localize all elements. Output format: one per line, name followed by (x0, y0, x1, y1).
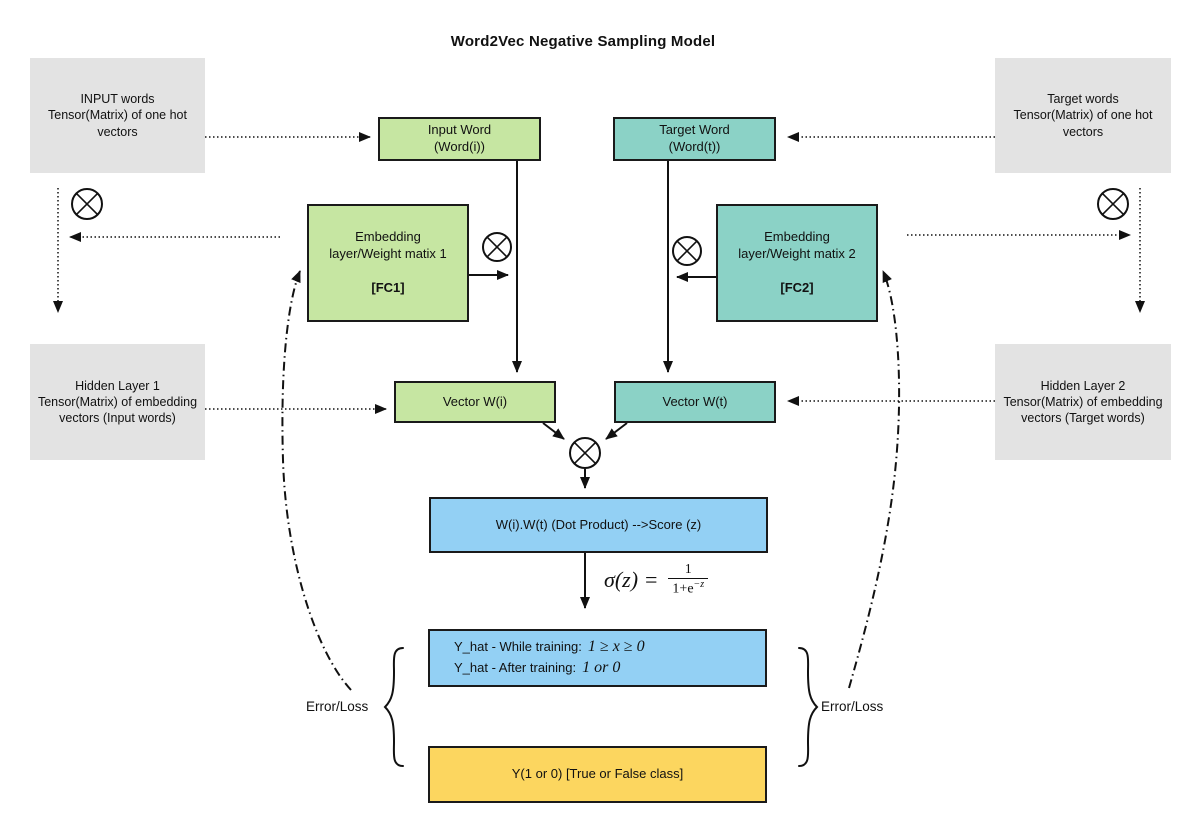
yhat-line1-label: Y_hat - While training: (454, 639, 582, 655)
multiply-icon (1097, 188, 1129, 220)
node-target-words-note: Target words Tensor(Matrix) of one hot v… (995, 58, 1171, 173)
embedding2-label: Embedding layer/Weight matix 2 (738, 229, 856, 262)
backprop-curves (281, 270, 901, 691)
embedding1-label: Embedding layer/Weight matix 1 (329, 229, 447, 262)
node-target-word: Target Word (Word(t)) (613, 117, 776, 161)
formula-den-exp: −z (693, 579, 705, 591)
embedding1-tag: [FC1] (371, 279, 405, 295)
node-embedding-layer-1: Embedding layer/Weight matix 1 [FC1] (307, 204, 469, 322)
yhat-line1-math: 1 ≥ x ≥ 0 (587, 638, 645, 656)
node-embedding-layer-2: Embedding layer/Weight matix 2 [FC2] (716, 204, 878, 322)
formula-denominator: 1+e−z (668, 578, 709, 598)
error-loss-label-left: Error/Loss (306, 699, 369, 714)
node-vector-wi: Vector W(i) (394, 381, 556, 423)
embedding2-tag: [FC2] (780, 279, 814, 295)
formula-fraction: 1 1+e−z (668, 562, 709, 598)
sigmoid-formula: σ(z) = 1 1+e−z (604, 562, 709, 598)
node-hidden-layer-2: Hidden Layer 2 Tensor(Matrix) of embeddi… (995, 344, 1171, 460)
yhat-line2-math: 1 or 0 (582, 659, 621, 676)
solid-arrows (469, 161, 716, 609)
node-yhat: Y_hat - While training: 1 ≥ x ≥ 0 Y_hat … (428, 629, 767, 687)
node-vector-wt: Vector W(t) (614, 381, 776, 423)
node-hidden-layer-1: Hidden Layer 1 Tensor(Matrix) of embeddi… (30, 344, 205, 460)
node-input-words-note: INPUT words Tensor(Matrix) of one hot ve… (30, 58, 205, 173)
yhat-after-training-row: Y_hat - After training: 1 or 0 (454, 658, 620, 679)
formula-den-base: 1+e (672, 581, 694, 597)
multiply-icon (672, 236, 702, 266)
yhat-line2-label: Y_hat - After training: (454, 660, 577, 675)
multiply-icons (71, 188, 1129, 469)
error-loss-label-right: Error/Loss (821, 699, 884, 714)
error-braces (383, 647, 819, 767)
multiply-icon (569, 437, 601, 469)
formula-numerator: 1 (684, 562, 692, 577)
dotted-arrows (53, 132, 1145, 414)
right-brace (798, 647, 819, 767)
node-input-word: Input Word (Word(i)) (378, 117, 541, 161)
formula-lhs: σ(z) = (604, 566, 659, 592)
multiply-icon (71, 188, 103, 220)
node-y-true: Y(1 or 0) [True or False class] (428, 746, 767, 803)
left-brace (383, 647, 404, 767)
diagram-title: Word2Vec Negative Sampling Model (450, 33, 716, 50)
node-dot-product: W(i).W(t) (Dot Product) -->Score (z) (429, 497, 768, 553)
yhat-while-training-row: Y_hat - While training: 1 ≥ x ≥ 0 (454, 637, 645, 658)
multiply-icon (482, 232, 512, 262)
